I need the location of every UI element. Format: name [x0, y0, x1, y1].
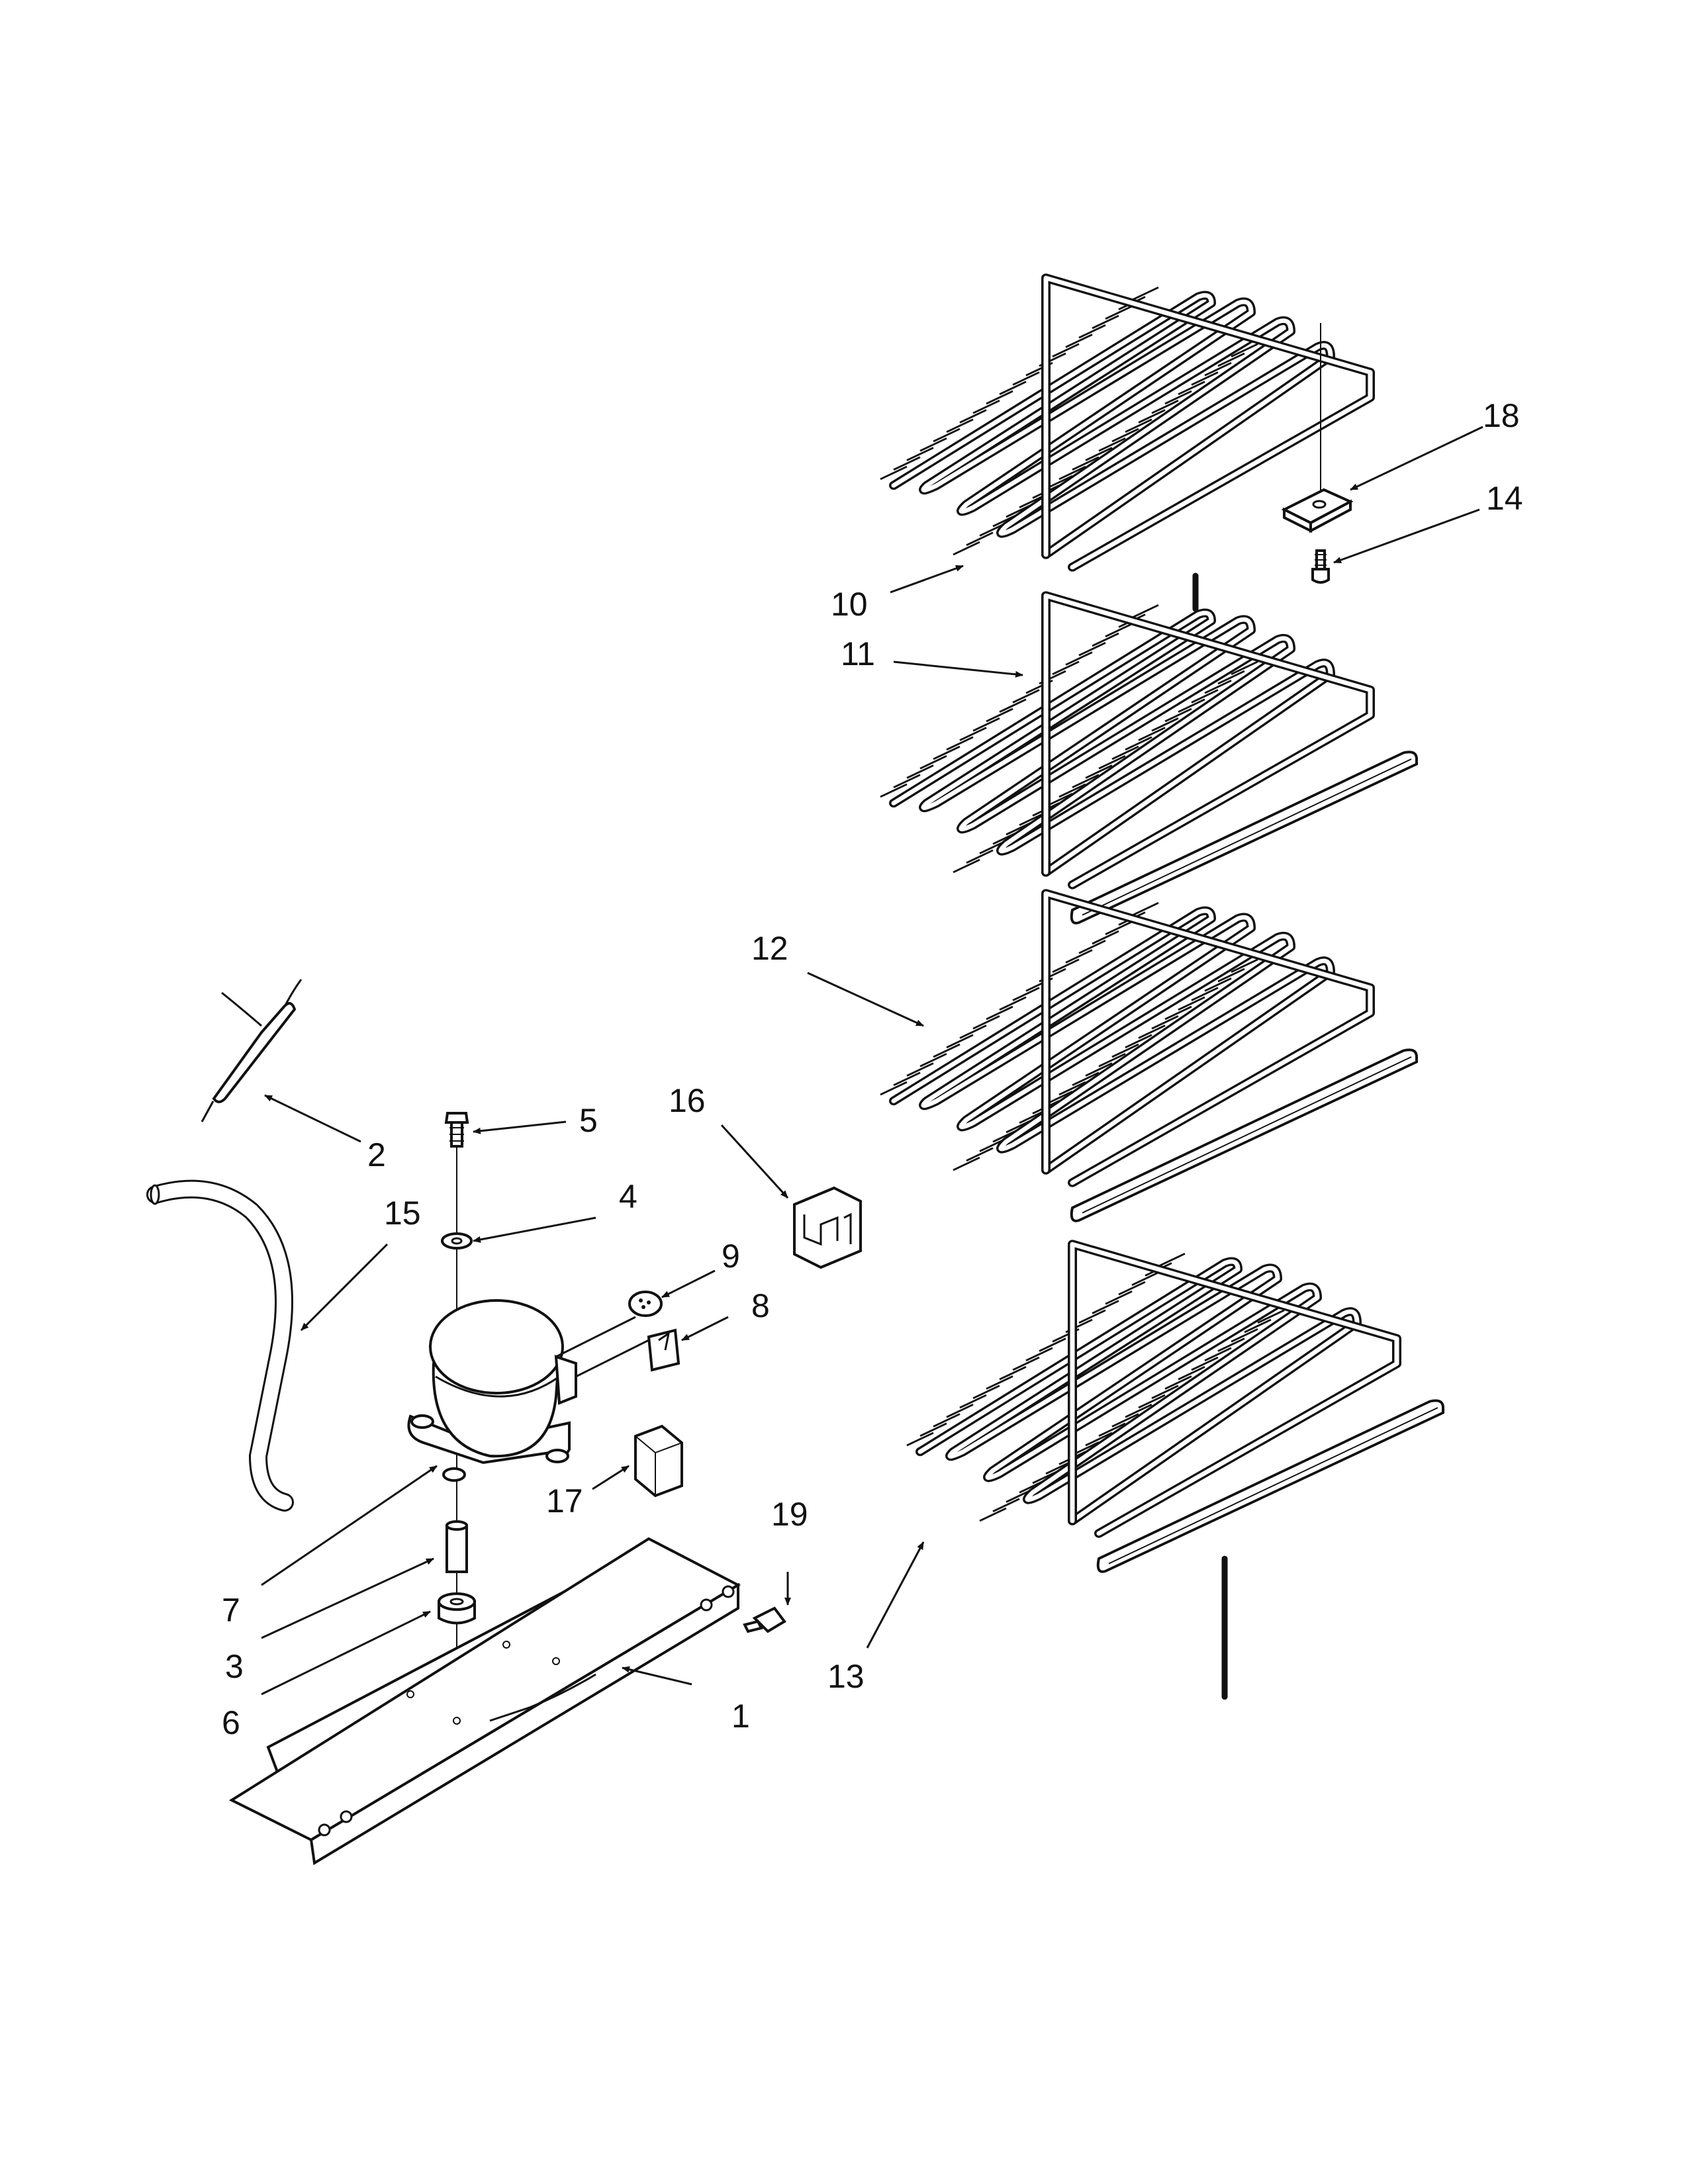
bracket-18 — [1281, 488, 1354, 533]
bracket-16 — [793, 1186, 862, 1269]
callout-5: 5 — [579, 1102, 598, 1139]
overload-9 — [628, 1291, 663, 1317]
screw-14 — [1311, 549, 1330, 584]
callout-10: 10 — [831, 586, 868, 623]
callout-7: 7 — [222, 1592, 240, 1629]
callout-17: 17 — [546, 1482, 583, 1520]
callout-15: 15 — [384, 1195, 421, 1232]
callout-1: 1 — [731, 1698, 750, 1735]
callout-6: 6 — [222, 1704, 240, 1741]
coil-13 — [907, 1244, 1444, 1700]
screw-5 — [444, 1112, 469, 1148]
callout-12: 12 — [751, 930, 788, 967]
callout-18: 18 — [1483, 397, 1520, 434]
hose-15 — [146, 1179, 294, 1512]
relay-8 — [647, 1328, 680, 1372]
base-rail-1 — [228, 1537, 741, 1866]
compressor — [407, 1299, 656, 1482]
capacitor-17 — [634, 1424, 683, 1498]
callout-14: 14 — [1486, 480, 1523, 517]
spacer-3 — [445, 1520, 468, 1573]
callout-2: 2 — [367, 1136, 386, 1173]
leader-lines — [261, 426, 1483, 1696]
screw-19 — [743, 1606, 786, 1633]
callout-13: 13 — [827, 1658, 865, 1695]
drier-2 — [201, 979, 303, 1122]
callout-4: 4 — [619, 1178, 637, 1215]
callouts: 1 2 3 4 5 6 7 8 9 10 11 12 13 14 15 16 1… — [222, 397, 1523, 1741]
callout-16: 16 — [669, 1082, 706, 1119]
coil-11 — [880, 596, 1418, 925]
callout-11: 11 — [841, 635, 875, 672]
callout-3: 3 — [225, 1648, 244, 1685]
callout-9: 9 — [722, 1238, 740, 1275]
callout-8: 8 — [751, 1287, 770, 1324]
coil-12 — [880, 893, 1418, 1222]
washer-4 — [441, 1232, 473, 1250]
grommet-6 — [438, 1592, 476, 1625]
callout-19: 19 — [771, 1496, 808, 1533]
